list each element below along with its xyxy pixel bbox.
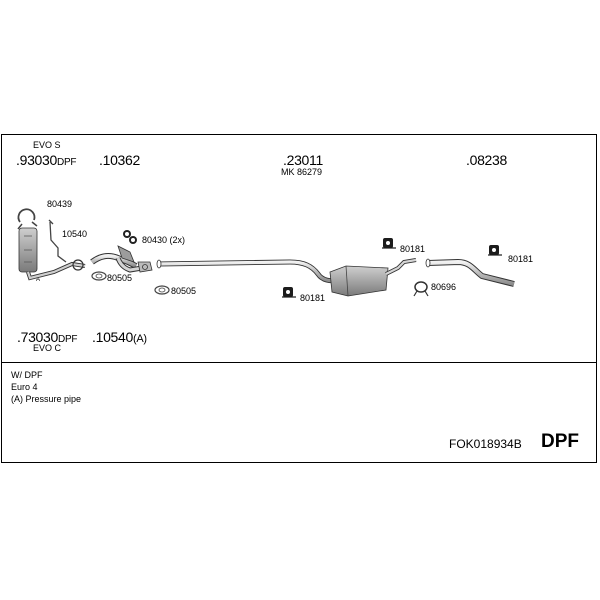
part-number-08238: .08238 <box>466 152 508 168</box>
note-line-2: Euro 4 <box>11 382 38 392</box>
callout-80181-c: 80181 <box>508 254 534 264</box>
callout-80696: 80696 <box>431 282 457 292</box>
clamp-80696-icon <box>413 281 429 297</box>
variant-label-evo-c: EVO C <box>33 343 62 353</box>
silencer-23011-icon <box>156 258 417 297</box>
callout-80430: 80430 (2x) <box>142 235 186 245</box>
clamp-80439-icon <box>17 208 38 230</box>
pressure-pipe-icon <box>48 219 67 263</box>
part-number-10540: .10540(A) <box>92 329 147 345</box>
clamp-80430-icon <box>123 230 137 244</box>
front-pipe-10362-icon <box>90 245 143 273</box>
part-number-10362: .10362 <box>99 152 141 168</box>
hanger-80181-c-icon <box>488 245 502 256</box>
part-sub-mk: MK 86279 <box>281 167 323 177</box>
kit-code: FOK018934B <box>449 437 522 451</box>
note-line-1: W/ DPF <box>11 370 43 380</box>
gasket-80505-a-icon <box>91 271 107 281</box>
hanger-80181-a-icon <box>282 287 296 298</box>
section-divider <box>1 362 597 363</box>
note-line-3: (A) Pressure pipe <box>11 394 82 404</box>
flange-icon <box>137 261 153 273</box>
diagram-frame <box>1 134 597 463</box>
callout-80181-a: 80181 <box>300 293 326 303</box>
callout-80505-a: 80505 <box>107 273 133 283</box>
tailpipe-08238-icon <box>425 258 515 287</box>
part-number-93030: .93030DPF <box>16 152 77 168</box>
kit-type: DPF <box>541 431 579 452</box>
hanger-80181-b-icon <box>382 238 396 249</box>
callout-a: A <box>36 277 41 283</box>
part-number-73030: .73030DPF <box>17 329 78 345</box>
dpf-converter-icon <box>18 227 86 281</box>
part-number-23011: .23011 <box>283 152 323 168</box>
callout-10540: 10540 <box>62 229 88 239</box>
callout-80181-b: 80181 <box>400 244 426 254</box>
callout-80439: 80439 <box>47 199 73 209</box>
variant-label-evo-s: EVO S <box>33 140 61 150</box>
gasket-80505-b-icon <box>154 285 170 295</box>
callout-80505-b: 80505 <box>171 286 197 296</box>
